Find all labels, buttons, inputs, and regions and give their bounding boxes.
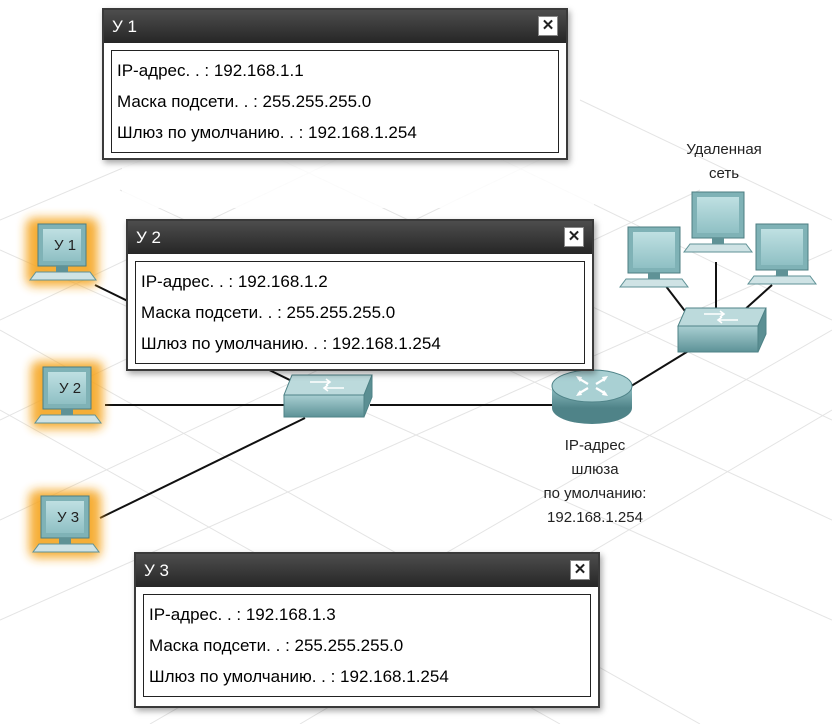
subnet-mask-row: Маска подсети. . : 255.255.255.0 [141,303,396,322]
default-gateway-row: Шлюз по умолчанию. . : 192.168.1.254 [149,667,449,686]
remote-network-line: Удаленная [686,141,762,158]
subnet-mask-row: Маска подсети. . : 255.255.255.0 [149,636,404,655]
host-info-popup: У 2 ✕ IP-адрес. . : 192.168.1.2 Маска по… [126,219,594,371]
default-gateway-row: Шлюз по умолчанию. . : 192.168.1.254 [141,334,441,353]
pc-icon[interactable] [683,191,753,253]
link-pc3-switch [99,417,306,519]
gateway-line: по умолчанию: [543,485,647,502]
switch-icon[interactable] [283,374,373,418]
pc-label: У 3 [57,509,79,526]
popup-title: У 2 [136,228,161,247]
pc-label: У 1 [54,237,76,254]
popup-content: IP-адрес. . : 192.168.1.2 Маска подсети.… [135,261,585,364]
host-info-popup: У 3 ✕ IP-адрес. . : 192.168.1.3 Маска по… [134,552,600,708]
link-router-remote-switch [627,349,691,389]
close-icon[interactable]: ✕ [564,227,584,247]
popup-backdrop [122,160,594,208]
router-icon[interactable] [551,369,633,424]
host-info-popup: У 1 ✕ IP-адрес. . : 192.168.1.1 Маска по… [102,8,568,160]
gateway-address: 192.168.1.254 [547,509,643,526]
pc-icon[interactable]: У 3 [29,490,101,558]
gateway-line: шлюза [571,461,619,478]
popup-content: IP-адрес. . : 192.168.1.3 Маска подсети.… [143,594,591,697]
close-icon[interactable]: ✕ [570,560,590,580]
ip-address-row: IP-адрес. . : 192.168.1.3 [149,605,336,624]
popup-title: У 3 [144,561,169,580]
switch-icon[interactable] [677,307,767,353]
ip-address-row: IP-адрес. . : 192.168.1.1 [117,61,304,80]
popup-title: У 1 [112,17,137,36]
popup-titlebar[interactable]: У 1 ✕ [104,10,566,43]
pc-icon[interactable] [747,223,817,285]
pc-icon[interactable]: У 1 [26,218,98,286]
close-icon[interactable]: ✕ [538,16,558,36]
gateway-line: IP-адрес [564,437,626,454]
pc-icon[interactable]: У 2 [31,361,103,429]
gateway-label: IP-адрес шлюза по умолчанию: 192.168.1.2… [510,434,680,530]
popup-titlebar[interactable]: У 3 ✕ [136,554,598,587]
popup-titlebar[interactable]: У 2 ✕ [128,221,592,254]
subnet-mask-row: Маска подсети. . : 255.255.255.0 [117,92,372,111]
ip-address-row: IP-адрес. . : 192.168.1.2 [141,272,328,291]
popup-content: IP-адрес. . : 192.168.1.1 Маска подсети.… [111,50,559,153]
default-gateway-row: Шлюз по умолчанию. . : 192.168.1.254 [117,123,417,142]
link-remote-switch-pc-a [664,284,689,316]
pc-icon[interactable] [619,226,689,288]
pc-label: У 2 [59,380,81,397]
remote-network-line: сеть [708,165,740,182]
remote-network-label: Удаленная сеть [664,138,784,186]
